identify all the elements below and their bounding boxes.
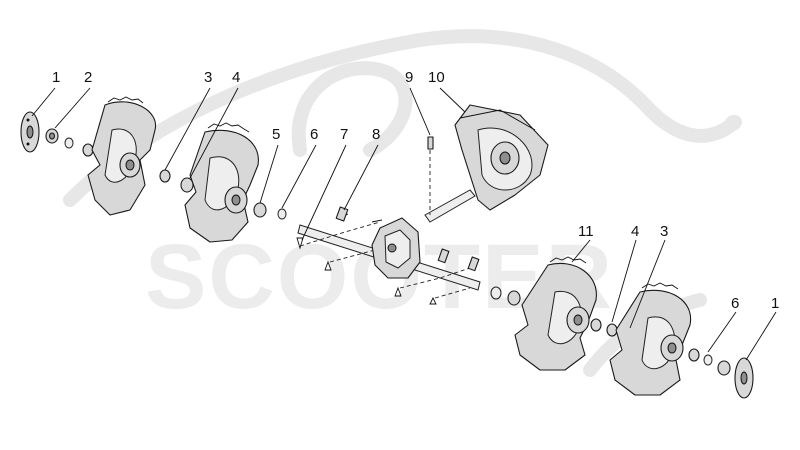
tine-blade-inner-right: [514, 256, 597, 371]
tine-blade-outer-left: [87, 96, 157, 216]
callout-3-right: 3: [660, 223, 668, 240]
tine-blade-inner-left: [184, 122, 259, 243]
callout-6: 6: [310, 126, 318, 143]
callout-11: 11: [578, 223, 594, 240]
left-washer: [64, 137, 74, 149]
callout-5: 5: [272, 126, 280, 143]
left-spacer-nut: [159, 169, 194, 193]
callout-leaders: [31, 87, 777, 361]
callout-4: 4: [232, 69, 240, 86]
callout-9: 9: [405, 69, 413, 86]
callout-3: 3: [204, 69, 212, 86]
watermark-dot: [725, 115, 741, 131]
callout-6-right: 6: [731, 295, 739, 312]
right-hub-flange: [734, 357, 754, 399]
bolt-8: [335, 206, 349, 222]
callout-1-right: 1: [771, 295, 779, 312]
left-hub-flange: [20, 111, 40, 153]
left-inner-bushing: [253, 202, 287, 220]
callout-2: 2: [84, 69, 92, 86]
protective-cover: [454, 104, 549, 211]
callout-10: 10: [428, 69, 445, 86]
callout-7: 7: [340, 126, 348, 143]
callout-4-right: 4: [631, 223, 639, 240]
left-nut: [45, 128, 59, 144]
callout-labels: 1 2 3 4 5 6 7 8 9 10 11 4 3 6 1: [52, 69, 779, 312]
right-outer-washer: [688, 348, 713, 366]
right-washer: [490, 286, 502, 300]
right-nut: [717, 360, 731, 376]
callout-8: 8: [372, 126, 380, 143]
tine-blade-outer-right: [609, 282, 692, 396]
gearbox-housing: [371, 217, 421, 279]
watermark-swirl: [291, 61, 413, 157]
bolts-right: [437, 248, 480, 272]
vertical-drive-shaft: [424, 136, 476, 223]
callout-1: 1: [52, 69, 60, 86]
